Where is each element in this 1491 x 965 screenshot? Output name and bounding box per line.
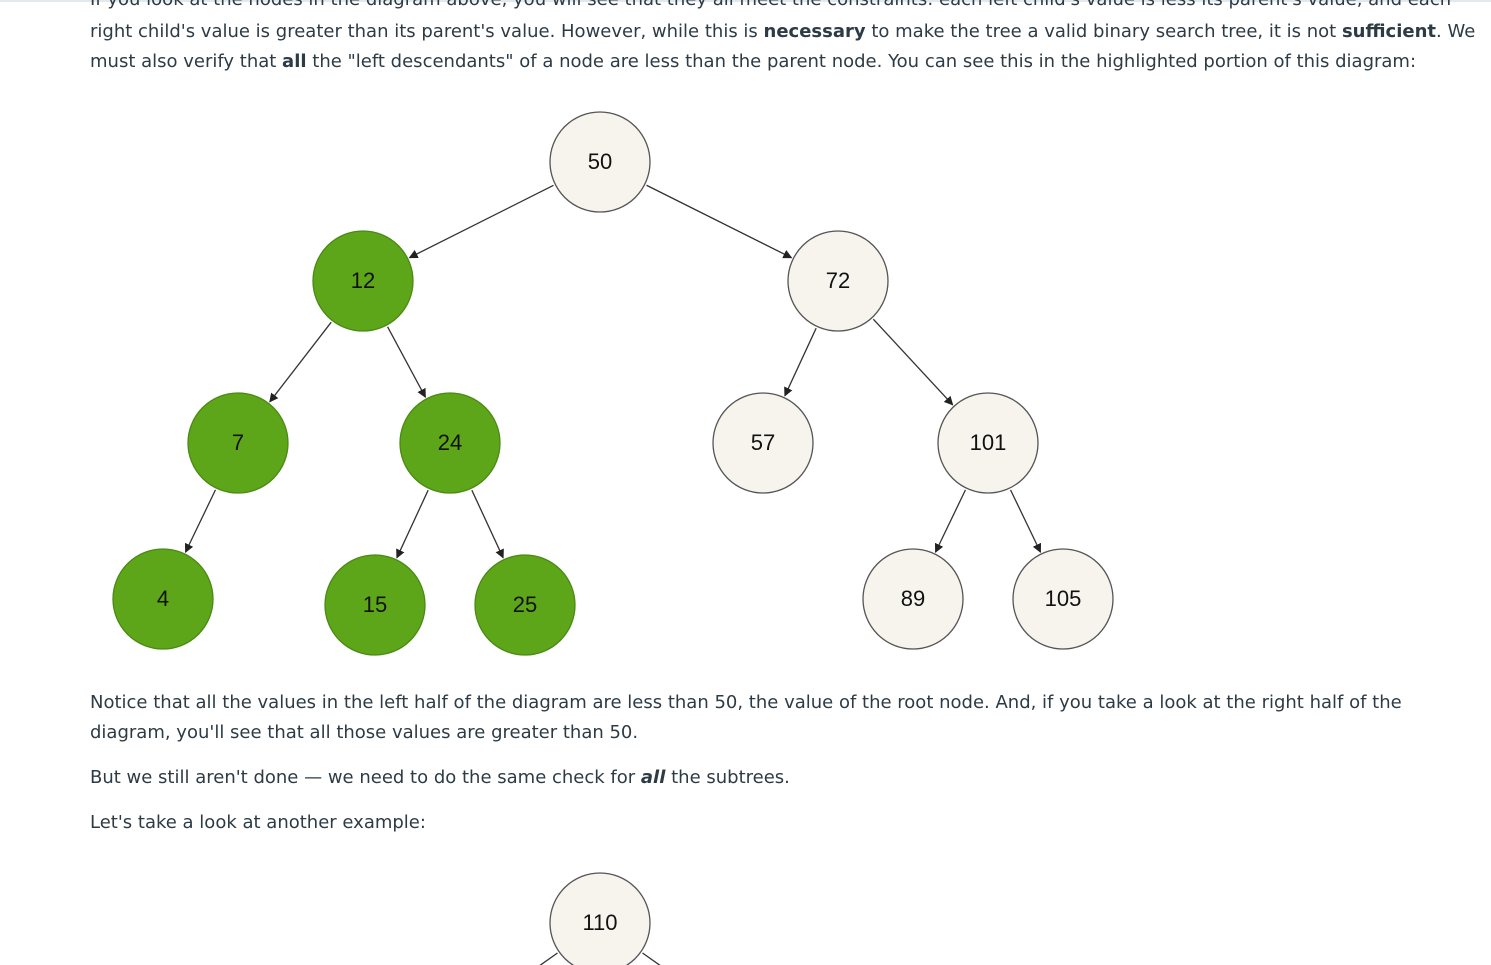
tree-node-7: 7 bbox=[187, 392, 289, 494]
edge-n50-n12 bbox=[408, 184, 554, 259]
tree-node-72: 72 bbox=[787, 230, 889, 332]
notice-paragraph: Notice that all the values in the left h… bbox=[90, 688, 1410, 748]
edge-m110-right bbox=[642, 952, 661, 965]
node-circle bbox=[549, 872, 651, 965]
edge-n12-n24 bbox=[387, 326, 426, 398]
node-circle bbox=[712, 392, 814, 494]
node-circle bbox=[474, 554, 576, 656]
edge-n50-n72 bbox=[646, 184, 793, 259]
edge-n72-n57 bbox=[784, 327, 817, 397]
node-circle bbox=[1012, 548, 1114, 650]
bold-sufficient: sufficient bbox=[1341, 21, 1437, 42]
edge-n72-n101 bbox=[872, 318, 954, 406]
intro-cut-line: If you look at the nodes in the diagram … bbox=[90, 0, 1451, 15]
node-label: 12 bbox=[351, 268, 375, 293]
node-circle bbox=[399, 392, 501, 494]
node-circle bbox=[312, 230, 414, 332]
node-label: 89 bbox=[901, 586, 925, 611]
top-border bbox=[0, 0, 1491, 2]
node-label: 24 bbox=[438, 430, 462, 455]
node-label: 25 bbox=[513, 592, 537, 617]
edge-m110-left bbox=[539, 952, 558, 965]
intro-paragraph: right child's value is greater than its … bbox=[90, 17, 1475, 77]
tree-node-25: 25 bbox=[474, 554, 576, 656]
node-label: 50 bbox=[588, 149, 612, 174]
node-circle bbox=[787, 230, 889, 332]
edge-n24-n25 bbox=[471, 489, 504, 559]
node-circle bbox=[112, 548, 214, 650]
edge-n12-n7 bbox=[269, 321, 332, 403]
intro-text: must also verify that bbox=[90, 51, 283, 72]
tree-node-101: 101 bbox=[937, 392, 1039, 494]
subtrees-text: But we still aren't done — we need to do… bbox=[90, 767, 641, 788]
intro-text: to make the tree a valid binary search t… bbox=[865, 21, 1342, 42]
node-label: 72 bbox=[826, 268, 850, 293]
edge-n7-n4 bbox=[184, 489, 217, 553]
node-circle bbox=[862, 548, 964, 650]
tree-node-89: 89 bbox=[862, 548, 964, 650]
subtrees-text: the subtrees. bbox=[665, 767, 790, 788]
node-circle bbox=[187, 392, 289, 494]
edge-n24-n15 bbox=[396, 489, 429, 559]
tree-node-105: 105 bbox=[1012, 548, 1114, 650]
intro-text: right child's value is greater than its … bbox=[90, 21, 764, 42]
tree-node-110: 110 bbox=[549, 872, 651, 965]
bold-all: all bbox=[282, 51, 307, 72]
tree-node-57: 57 bbox=[712, 392, 814, 494]
node-circle bbox=[937, 392, 1039, 494]
intro-text: the "left descendants" of a node are les… bbox=[306, 51, 1417, 72]
node-label: 101 bbox=[970, 430, 1007, 455]
node-label: 15 bbox=[363, 592, 387, 617]
another-example-paragraph: Let's take a look at another example: bbox=[90, 812, 426, 833]
tree-node-12: 12 bbox=[312, 230, 414, 332]
edge-n101-n89 bbox=[934, 489, 967, 553]
node-label: 110 bbox=[582, 910, 617, 935]
bold-necessary: necessary bbox=[763, 21, 866, 42]
intro-text: . We bbox=[1436, 21, 1476, 42]
tree-node-24: 24 bbox=[399, 392, 501, 494]
edge-n101-n105 bbox=[1009, 489, 1042, 553]
node-circle bbox=[549, 111, 651, 213]
notice-text: Notice that all the values in the left h… bbox=[90, 692, 1402, 713]
node-label: 4 bbox=[157, 586, 169, 611]
notice-text: diagram, you'll see that all those value… bbox=[90, 722, 639, 743]
bold-italic-all: all bbox=[640, 767, 666, 788]
subtrees-paragraph: But we still aren't done — we need to do… bbox=[90, 763, 1410, 793]
node-label: 105 bbox=[1045, 586, 1082, 611]
tree-node-4: 4 bbox=[112, 548, 214, 650]
tree-node-50: 50 bbox=[549, 111, 651, 213]
node-label: 57 bbox=[751, 430, 775, 455]
node-circle bbox=[324, 554, 426, 656]
node-label: 7 bbox=[232, 430, 244, 455]
tree-node-15: 15 bbox=[324, 554, 426, 656]
